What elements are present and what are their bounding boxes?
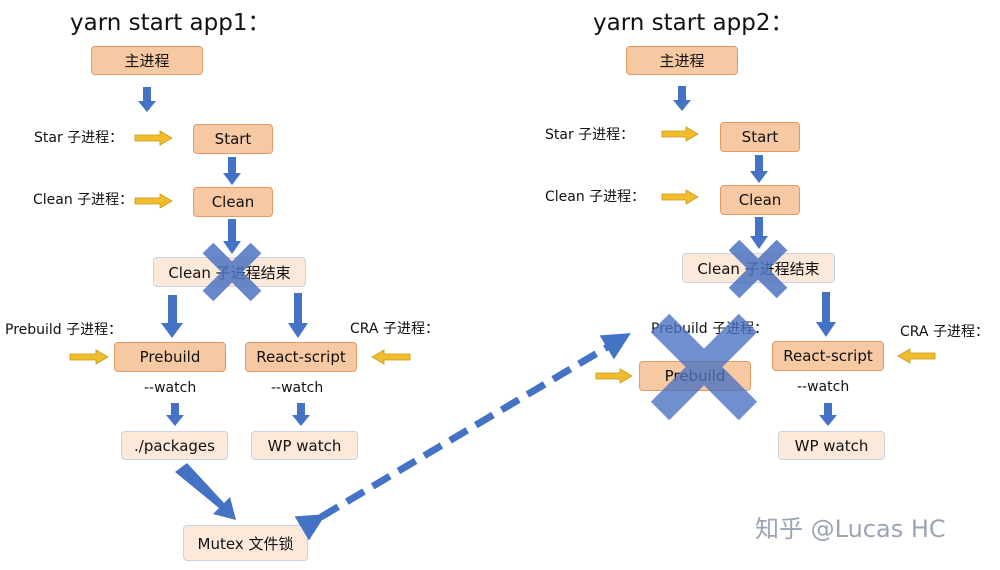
app2-yellow-arrows	[595, 126, 936, 384]
yellow-arrow2-star	[661, 126, 699, 142]
yellow-arrow-prebuild	[69, 349, 109, 365]
arrow-clean-to-cleanend	[223, 219, 241, 254]
app1-main-process-box: 主进程	[91, 46, 203, 75]
mutex-lock-box: Mutex 文件锁	[183, 525, 308, 561]
arrow-cleanend-to-react	[288, 293, 308, 338]
app2-main-process-box: 主进程	[626, 46, 738, 75]
app2-title: yarn start app2：	[593, 10, 794, 36]
app2-cleanend-cross-icon	[728, 239, 788, 299]
app2-react-script-box: React-script	[772, 341, 884, 371]
arrow-watch-to-packages	[166, 403, 184, 426]
app1-title: yarn start app1：	[70, 10, 271, 36]
arrow2-cleanend-to-react	[816, 292, 836, 337]
app2-clean-box: Clean	[720, 185, 800, 215]
yellow-arrow2-prebuild	[595, 368, 633, 384]
app1-star-label: Star 子进程：	[34, 130, 124, 146]
arrow2-main-to-start	[673, 86, 691, 111]
app2-flow-arrows	[673, 86, 837, 426]
arrow2-watch-to-wpwatch	[819, 403, 837, 426]
yellow-arrow-cra	[371, 349, 411, 365]
app1-clean-box: Clean	[193, 187, 273, 217]
app2-start-box: Start	[720, 122, 800, 152]
yellow-arrow-star	[134, 130, 173, 146]
app1-start-box: Start	[193, 124, 273, 154]
yellow-arrow2-cra	[897, 348, 936, 364]
arrow2-clean-to-cleanend	[750, 217, 768, 249]
arrow-start-to-clean	[223, 157, 241, 185]
app1-prebuild-label: Prebuild 子进程：	[5, 322, 123, 338]
arrow-packages-to-mutex	[175, 463, 236, 520]
app1-cra-label: CRA 子进程：	[350, 321, 439, 337]
app1-flow-arrows	[138, 87, 310, 520]
app2-cra-label: CRA 子进程：	[900, 324, 989, 340]
app2-clean-label: Clean 子进程：	[545, 189, 646, 205]
mutex-to-app2-dashed-arrow	[294, 332, 631, 541]
app2-prebuild-cross-icon	[650, 313, 758, 421]
app1-cross-icon	[202, 242, 262, 302]
arrow-watch-to-wpwatch	[292, 403, 310, 426]
app1-clean-label: Clean 子进程：	[33, 192, 134, 208]
arrow-cleanend-to-prebuild	[161, 295, 183, 338]
app1-packages-box: ./packages	[121, 431, 228, 460]
yellow-arrow2-clean	[661, 189, 699, 205]
app1-yellow-arrows	[69, 130, 411, 365]
app2-wp-watch-box: WP watch	[778, 431, 885, 460]
watermark: 知乎 @Lucas HC	[755, 515, 946, 543]
arrow-main-to-start	[138, 87, 156, 112]
yellow-arrow-clean	[134, 193, 173, 209]
arrow2-start-to-clean	[750, 155, 768, 183]
app1-prebuild-watch-label: --watch	[144, 380, 197, 396]
app2-star-label: Star 子进程：	[545, 127, 635, 143]
app1-prebuild-box: Prebuild	[114, 342, 226, 372]
app2-react-watch-label: --watch	[797, 379, 850, 395]
